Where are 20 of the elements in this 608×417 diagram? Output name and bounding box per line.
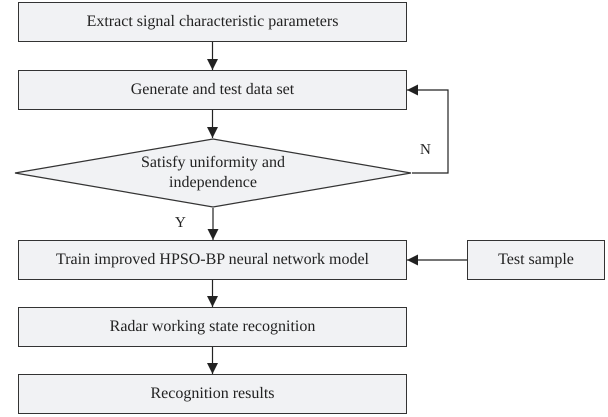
arrow (207, 42, 218, 70)
arrow (407, 84, 449, 174)
node-text: Generate and test data set (130, 80, 294, 100)
node-text: Satisfy uniformity and independence (140, 153, 286, 193)
node-text: Train improved HPSO-BP neural network model (56, 250, 369, 270)
node-text: Recognition results (150, 384, 274, 404)
process-box (18, 374, 407, 414)
node-text: Radar working state recognition (110, 317, 316, 337)
node-text: Extract signal characteristic parameters (86, 12, 338, 32)
process-box (18, 70, 407, 110)
process-box (18, 2, 407, 42)
arrow (207, 280, 218, 307)
process-box (18, 307, 407, 347)
arrow (207, 110, 218, 138)
node-text: Test sample (498, 250, 574, 270)
arrow (208, 208, 218, 240)
process-box (467, 240, 605, 280)
process-box (18, 240, 407, 280)
arrow (407, 254, 467, 266)
arrow (207, 347, 218, 374)
